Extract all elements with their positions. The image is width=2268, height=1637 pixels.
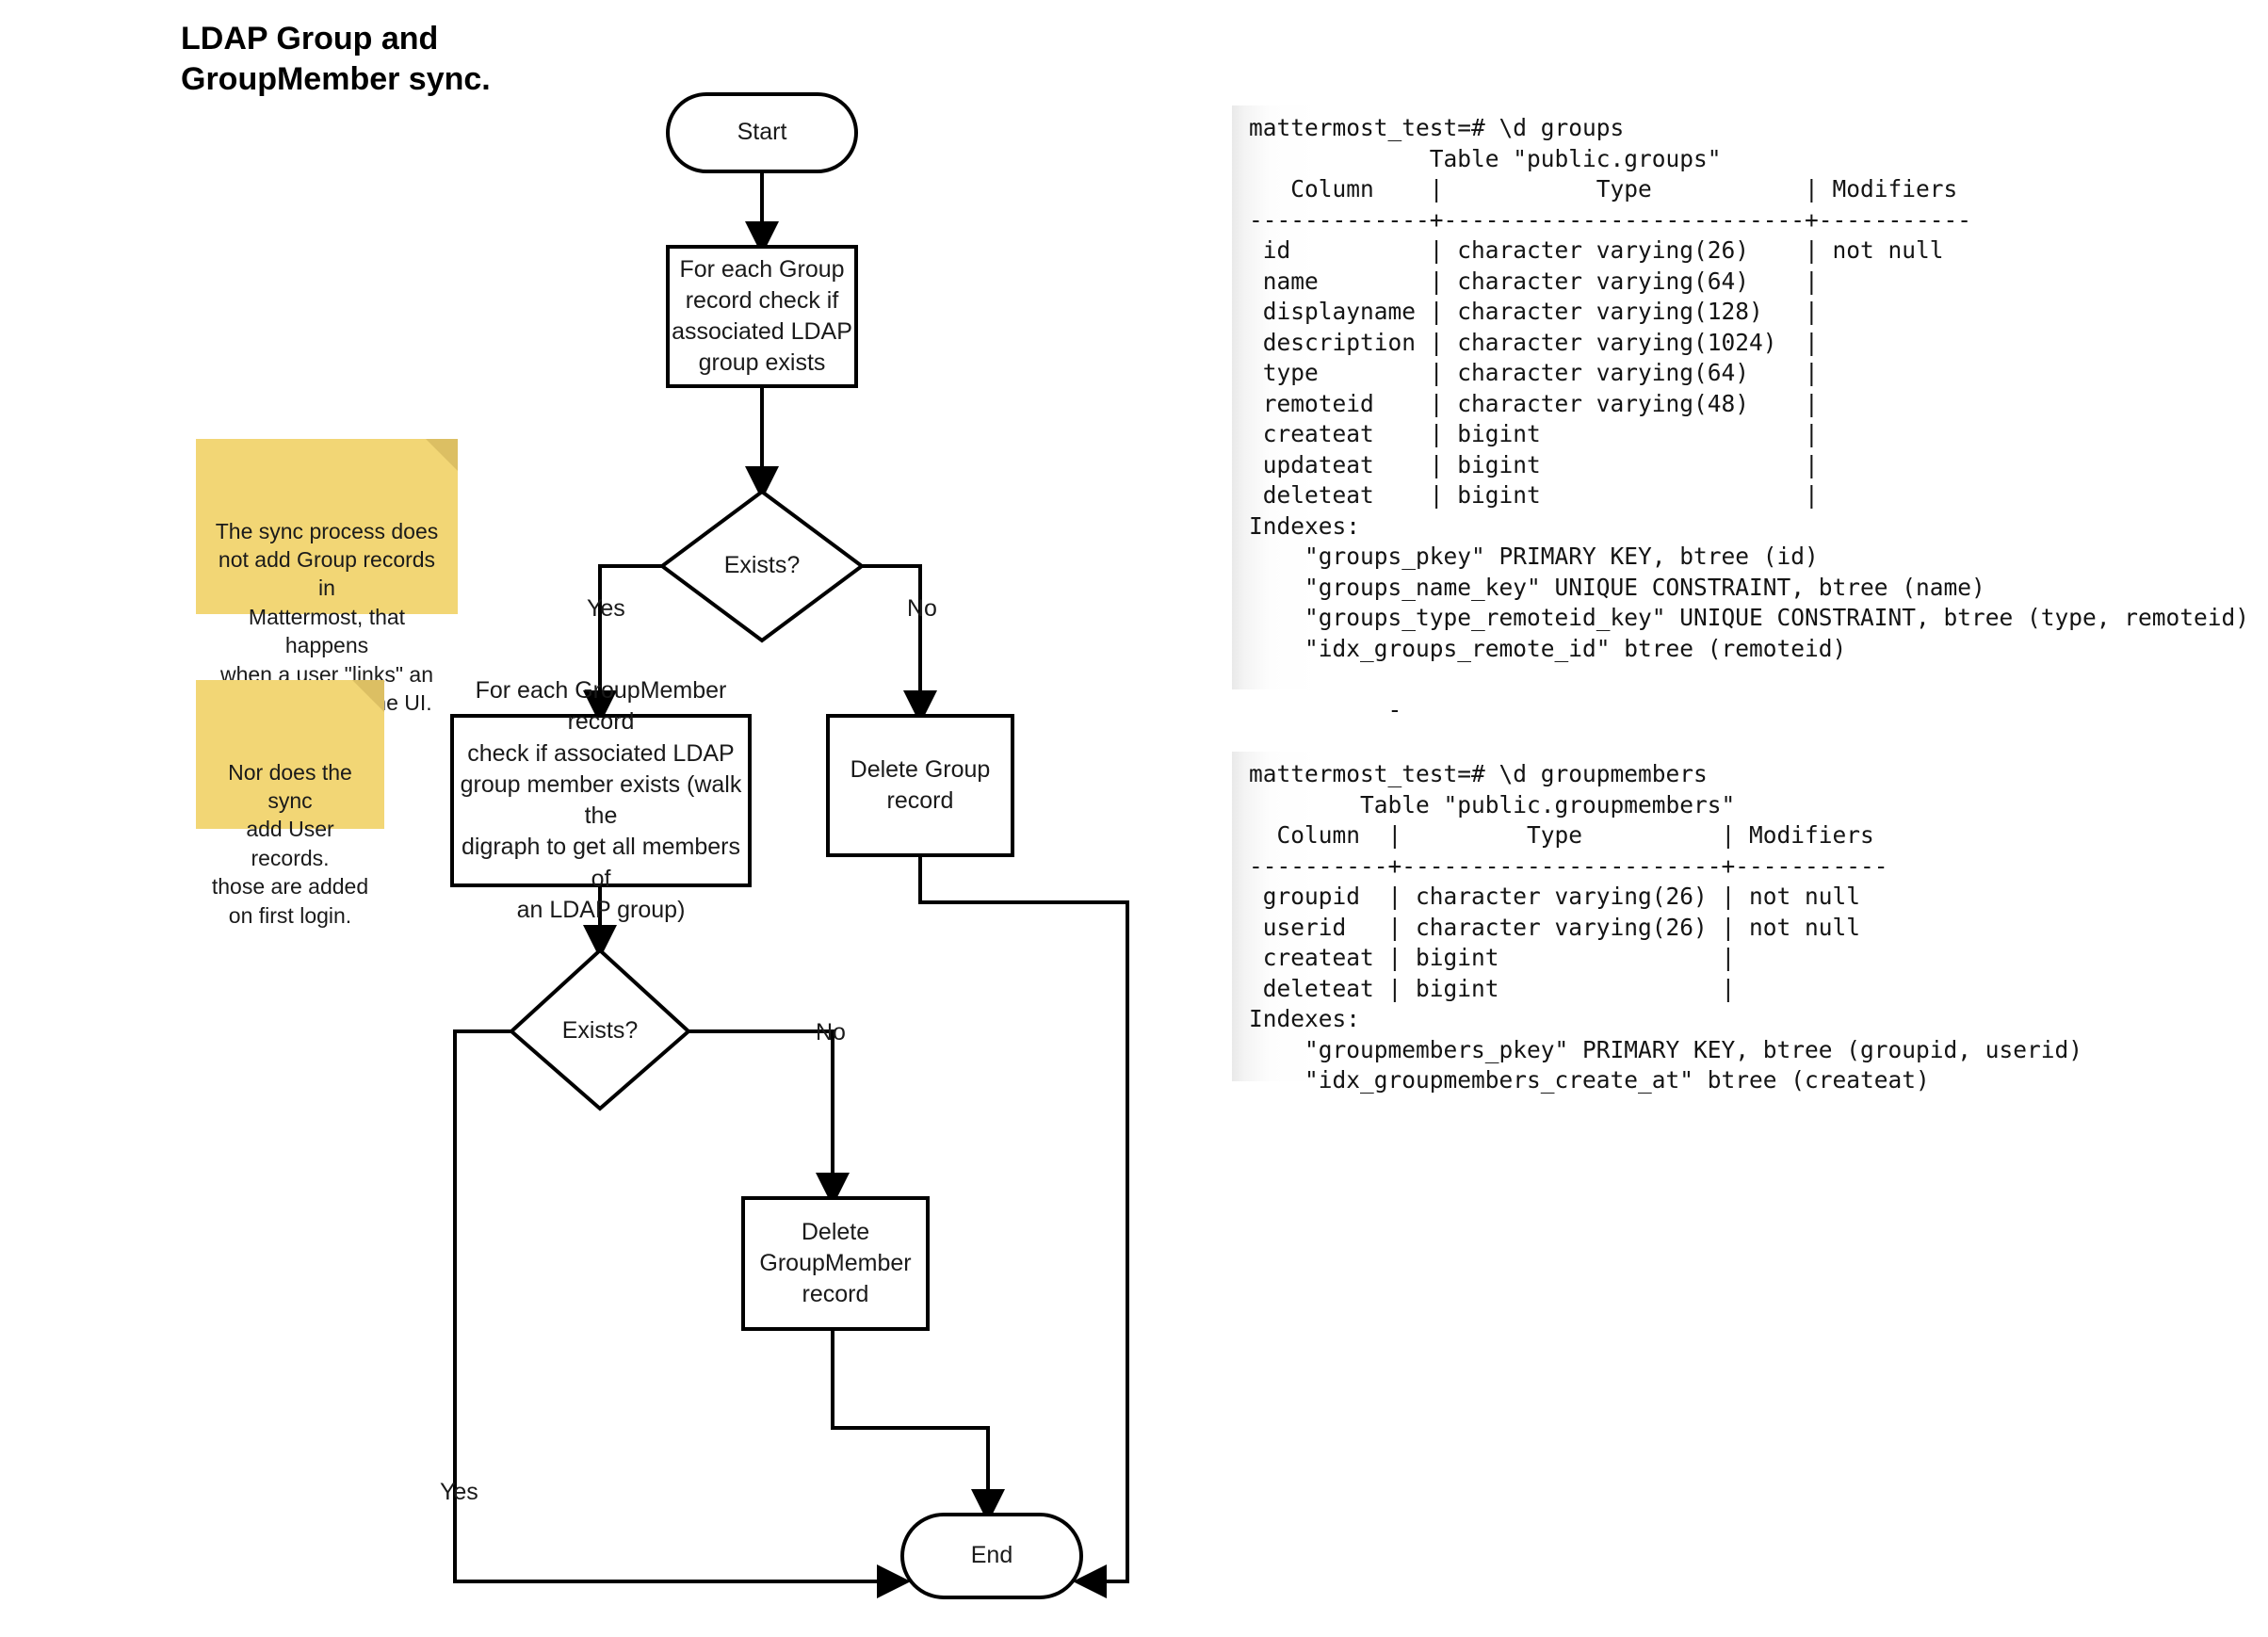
- node-delete-member-shape: [741, 1196, 930, 1331]
- node-exists-member-shape: [508, 948, 692, 1111]
- sticky-fold-icon: [426, 439, 458, 471]
- edge-label-group-no: No: [907, 595, 937, 622]
- psql-output-groupmembers: mattermost_test=# \d groupmembers Table …: [1232, 752, 2254, 1094]
- node-end-shape: [900, 1513, 1083, 1599]
- node-exists-group-shape: [658, 489, 866, 643]
- node-for-each-group-shape: [666, 245, 858, 388]
- node-for-each-member-shape: [450, 714, 752, 887]
- note-group-records: The sync process does not add Group reco…: [196, 439, 458, 715]
- page-title: LDAP Group and GroupMember sync.: [181, 21, 491, 97]
- node-delete-group-shape: [826, 714, 1014, 857]
- flowchart-graphics: [450, 92, 1129, 1599]
- node-start-shape: [666, 92, 858, 173]
- psql-output-groups: mattermost_test=# \d groups Table "publi…: [1232, 105, 2254, 723]
- note-user-records-text: Nor does the sync add User records. thos…: [211, 759, 369, 928]
- note-user-records: Nor does the sync add User records. thos…: [196, 680, 384, 928]
- edge-label-member-yes: Yes: [440, 1479, 478, 1505]
- sticky-fold-icon: [352, 680, 384, 712]
- edge-label-group-yes: Yes: [587, 595, 625, 622]
- edge-label-member-no: No: [816, 1019, 846, 1045]
